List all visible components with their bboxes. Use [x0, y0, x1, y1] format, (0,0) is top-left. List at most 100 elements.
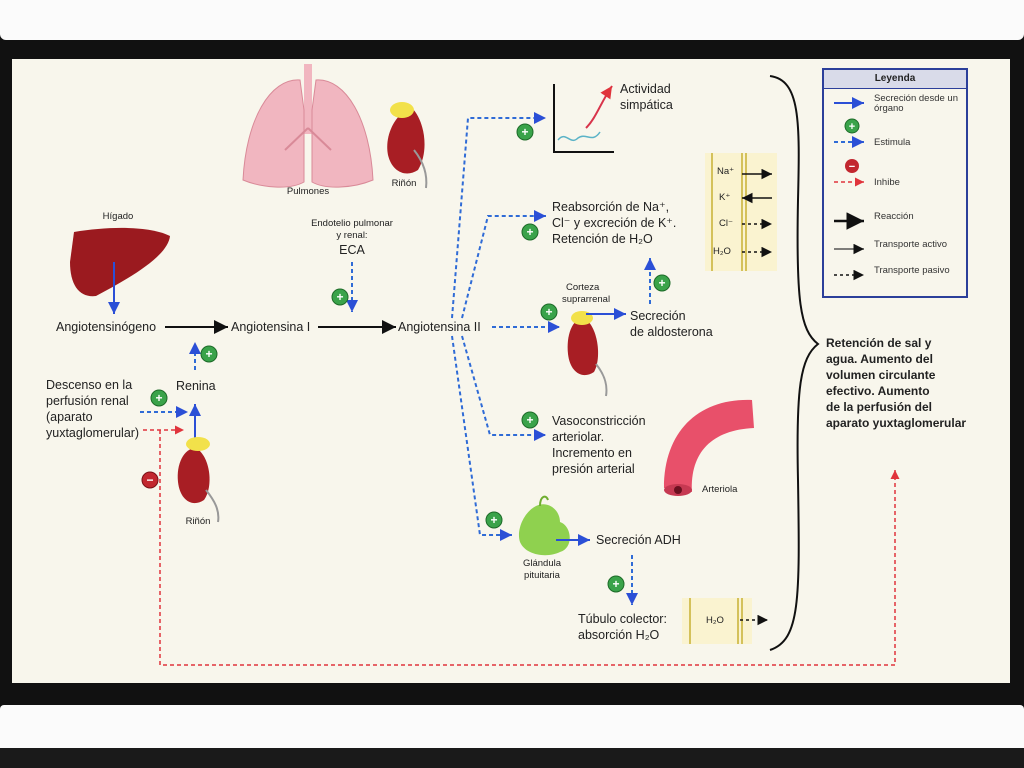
summary-line5: de la perfusión del: [826, 400, 933, 414]
kidney-top-label: Riñón: [391, 178, 417, 189]
adrenal-cortex-line2: suprarrenal: [562, 294, 611, 305]
stimulus-plus-aldosterone-icon: [653, 274, 671, 292]
stimulus-plus-adrenal-icon: [540, 303, 558, 321]
vasoconstriction-line2: arteriolar.: [552, 430, 605, 444]
endothelium-line1: Endotelio pulmonar: [311, 218, 393, 229]
renal-perfusion-line2: perfusión renal: [46, 394, 129, 408]
lungs-icon: [242, 64, 374, 188]
pituitary-line1: Glándula: [522, 558, 562, 569]
stimulus-plus-sign: +: [849, 121, 855, 133]
stimulus-plus-pituitary-icon: [485, 511, 503, 529]
inhibit-minus-icon: −: [834, 159, 864, 187]
legend-item-secretion: Secreción desde un órgano: [824, 90, 966, 116]
legend-item-passive-transport: Transporte pasivo: [824, 262, 966, 288]
ion-cl: Cl⁻: [719, 218, 733, 229]
stimulus-plus-adrenal-sign: +: [545, 305, 552, 319]
stimulus-plus-renin-icon: [200, 345, 218, 363]
stimulus-plus-aldosterone-sign: +: [658, 276, 665, 290]
legend-item-stimulus: + Estimula: [824, 118, 966, 152]
collecting-tubule-line2: absorción H₂O: [578, 628, 660, 642]
sympathetic-line2: simpática: [620, 98, 673, 112]
adrenal-cortex-line1: Corteza: [566, 282, 600, 293]
collecting-tubule-h2o: H₂O: [706, 615, 724, 626]
stimulus-plus-vasoconstriction-icon: [521, 411, 539, 429]
summary-brace: [769, 75, 820, 651]
vasoconstriction-line4: presión arterial: [552, 462, 635, 476]
arteriole-label: Arteriola: [702, 484, 738, 495]
adh-label: Secreción ADH: [596, 533, 681, 547]
sympathetic-line1: Actividad: [620, 82, 671, 96]
ion-h2o: H₂O: [713, 246, 731, 257]
stimulus-plus-reabsorption-sign: +: [526, 225, 533, 239]
legend-label-passive-transport: Transporte pasivo: [874, 265, 950, 276]
legend-label-active-transport: Transporte activo: [874, 239, 948, 250]
legend-label-stimulus: Estimula: [874, 137, 911, 148]
ion-k: K⁺: [719, 192, 731, 203]
vasoconstriction-line1: Vasoconstricción: [552, 414, 646, 428]
stimulus-plus-sympathetic-icon: [516, 123, 534, 141]
passive-transport-arrow-icon: [834, 269, 864, 281]
adrenal-kidney-icon: [567, 311, 608, 397]
renal-perfusion-line4: yuxtaglomerular): [46, 426, 140, 440]
collecting-tubule-line1: Túbulo colector:: [578, 612, 667, 626]
angiotensin-2-label: Angiotensina II: [398, 320, 481, 334]
stimulus-plus-perfusion-icon: [150, 389, 168, 407]
stimulus-plus-vasoconstriction-sign: +: [526, 413, 533, 427]
legend-item-inhibit: − Inhibe: [824, 159, 966, 192]
inhibit-minus-kidney-icon: [141, 471, 159, 489]
liver-label: Hígado: [102, 211, 134, 222]
stimulus-plus-icon: +: [834, 118, 864, 148]
stimulus-plus-perfusion-sign: +: [155, 391, 162, 405]
ion-na: Na⁺: [717, 166, 735, 177]
reabsorption-line3: Retención de H₂O: [552, 232, 653, 246]
renin-label: Renina: [176, 379, 216, 393]
slide-top-bar: [0, 0, 1024, 40]
summary-line1: Retención de sal y: [826, 336, 932, 350]
endothelium-line3: ECA: [339, 243, 365, 257]
reaction-arrow-icon: [834, 212, 864, 230]
kidney-bottom-icon: [177, 437, 220, 523]
reabsorption-line2: Cl⁻ y excreción de K⁺.: [552, 216, 677, 230]
stimulus-plus-adh-icon: [607, 575, 625, 593]
angiotensin-1-label: Angiotensina I: [231, 320, 311, 334]
stimulus-plus-adh-sign: +: [612, 577, 619, 591]
legend-item-active-transport: Transporte activo: [824, 236, 966, 262]
kidney-top-icon: [387, 102, 428, 189]
summary-line2: agua. Aumento del: [826, 352, 933, 366]
stimulus-plus-pituitary-sign: +: [490, 513, 497, 527]
summary-line6: aparato yuxtaglomerular: [826, 416, 967, 430]
legend-title: Leyenda: [824, 70, 966, 89]
summary-line3: volumen circulante: [826, 368, 936, 382]
ion-transport-box: [705, 153, 777, 271]
renal-perfusion-line3: (aparato: [46, 410, 93, 424]
stimulus-plus-endothelium-sign: +: [336, 290, 343, 304]
kidney-bottom-label: Riñón: [185, 516, 211, 527]
endothelium-line2: y renal:: [336, 230, 368, 241]
legend-label-secretion: Secreción desde un órgano: [874, 93, 958, 114]
legend-box: Leyenda Secreción desde un órgano + Esti…: [822, 68, 968, 298]
legend-label-inhibit: Inhibe: [874, 177, 900, 188]
angiotensinogen-label: Angiotensinógeno: [56, 320, 157, 334]
pituitary-gland-icon: [518, 495, 570, 556]
stimulus-plus-renin-sign: +: [205, 347, 212, 361]
aldosterone-line2: de aldosterona: [630, 325, 713, 339]
inhibit-minus-kidney-sign: −: [146, 473, 153, 487]
summary-line4: efectivo. Aumento: [826, 384, 930, 398]
lungs-label: Pulmones: [286, 186, 330, 197]
legend-item-reaction: Reacción: [824, 208, 966, 234]
legend-label-reaction: Reacción: [874, 211, 914, 222]
stimulus-plus-sympathetic-sign: +: [521, 125, 528, 139]
active-transport-arrow-icon: [834, 243, 864, 255]
vasoconstriction-line3: Incremento en: [552, 446, 632, 460]
pituitary-line2: pituitaria: [524, 570, 560, 581]
slide-bottom-shadow: [0, 748, 1024, 768]
liver-icon: [70, 227, 170, 297]
arteriole-icon: [664, 399, 754, 496]
inhibit-minus-sign: −: [849, 161, 855, 173]
reabsorption-line1: Reabsorción de Na⁺,: [552, 200, 670, 214]
aldosterone-line1: Secreción: [630, 309, 686, 323]
stimulus-plus-endothelium-icon: [331, 288, 349, 306]
secretion-arrow-icon: [834, 97, 864, 109]
stimulus-plus-reabsorption-icon: [521, 223, 539, 241]
